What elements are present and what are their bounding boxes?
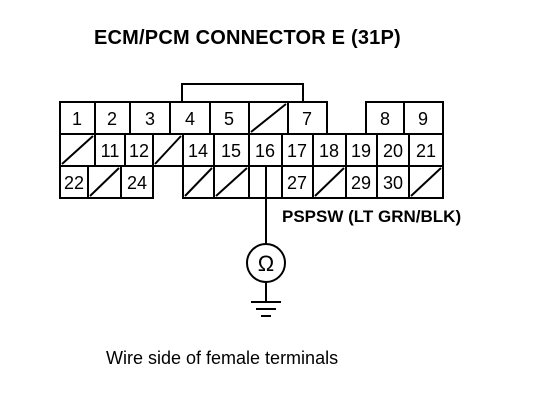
pin-16: 16 (255, 141, 275, 161)
pin-1: 1 (72, 109, 82, 129)
pin-30: 30 (383, 173, 403, 193)
pin-15: 15 (221, 141, 241, 161)
slot-26-blank (215, 167, 248, 197)
pin-20: 20 (383, 141, 403, 161)
diagram-caption: Wire side of female terminals (106, 348, 339, 368)
slot-28-blank (314, 167, 345, 197)
pin-7: 7 (302, 109, 312, 129)
slot-6-blank (250, 103, 287, 133)
diagram-title: ECM/PCM CONNECTOR E (31P) (94, 27, 401, 49)
pin-9: 9 (418, 109, 428, 129)
pin-19: 19 (351, 141, 371, 161)
slot-25-blank (184, 167, 213, 197)
pin-24: 24 (127, 173, 147, 193)
pin-22: 22 (64, 173, 84, 193)
pin-5: 5 (224, 109, 234, 129)
slot-10-blank (61, 135, 94, 165)
pin-18: 18 (319, 141, 339, 161)
pin-4: 4 (185, 109, 195, 129)
pin-17: 17 (287, 141, 307, 161)
pin-2: 2 (107, 109, 117, 129)
pin-11: 11 (101, 141, 120, 161)
ohm-symbol: Ω (258, 251, 274, 276)
slot-31-blank (410, 167, 442, 197)
connector-row-3-left (59, 165, 154, 199)
wire-label: PSPSW (LT GRN/BLK) (282, 207, 462, 226)
connector-lock-tab (181, 83, 304, 102)
pin-3: 3 (145, 109, 155, 129)
pin-29: 29 (351, 173, 371, 193)
slot-23-blank (89, 167, 120, 197)
slot-13-blank (154, 135, 182, 165)
pin-8: 8 (380, 109, 390, 129)
pin-14: 14 (188, 141, 208, 161)
pin-21: 21 (416, 141, 436, 161)
pin-27: 27 (287, 173, 307, 193)
pin-12: 12 (129, 141, 149, 161)
